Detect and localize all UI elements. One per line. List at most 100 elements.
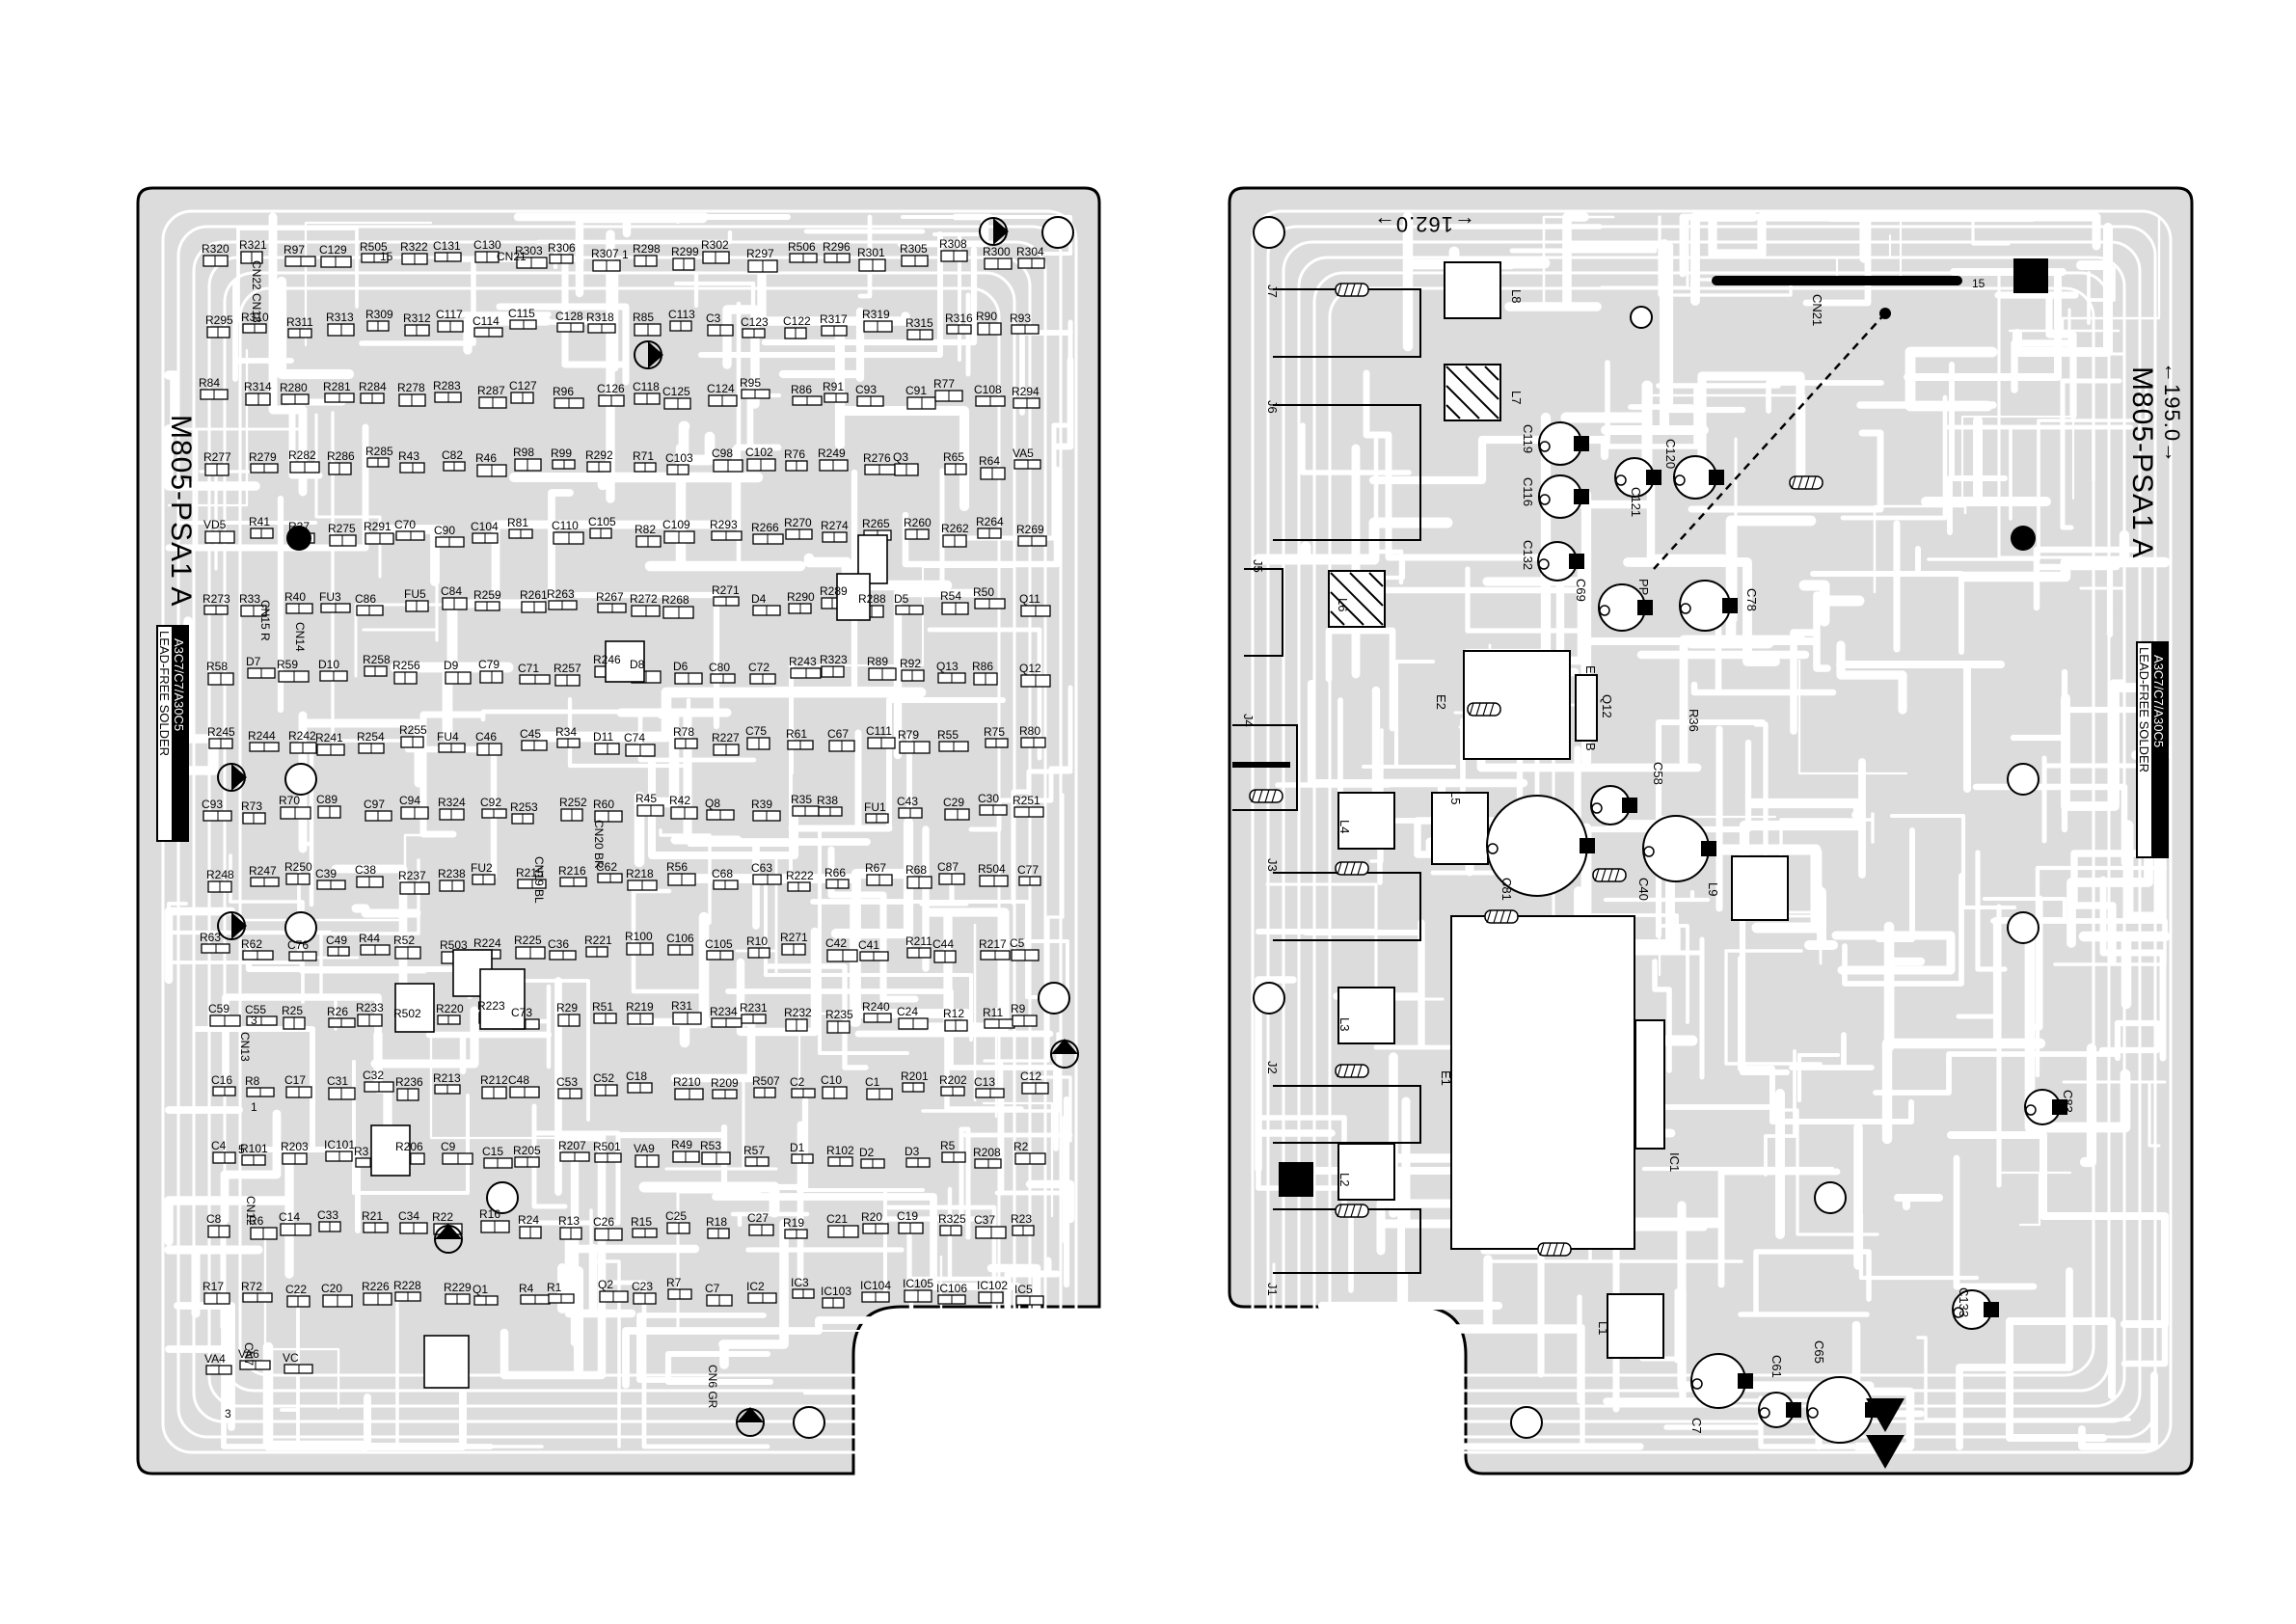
component-label: R220 [436,1002,464,1015]
component-label: C124 [707,382,735,395]
component-label: C68 [712,867,733,880]
component-label: C1 [865,1075,880,1089]
component-label: R80 [1019,724,1040,738]
component-label: R22 [432,1210,453,1224]
copper-trace [1766,380,1884,414]
copper-trace [2079,1042,2097,1168]
ground-symbol-icon [736,1407,765,1437]
component-label: R215 [516,866,544,880]
mounting-hole [793,1406,825,1439]
copper-trace [295,747,314,907]
component-label: R100 [625,930,653,943]
component-label: L7 [1509,391,1524,404]
component-label: R44 [359,932,380,945]
component-label: C55 [245,1003,266,1016]
component-label: C75 [745,724,767,738]
component-label: R253 [510,800,538,814]
component-label: D3 [905,1145,920,1158]
copper-trace [1724,949,1823,1066]
copper-trace [664,1080,778,1171]
component-label: R225 [514,934,542,947]
component-label: R42 [669,794,690,807]
copper-trace [2066,769,2153,948]
component-label: R298 [633,242,661,256]
component-label: R41 [249,515,270,528]
component-label: C93 [202,798,223,811]
component-label: R11 [983,1006,1003,1019]
copper-trace [1840,394,2134,521]
component-label: R43 [398,449,419,463]
component-label: D8 [630,658,645,671]
component-label: R269 [1016,523,1044,536]
copper-trace [480,709,757,763]
component-label: R320 [202,242,230,256]
component-label: C133 [1957,1287,1971,1317]
inductor-l8 [1444,261,1501,319]
component-label: R10 [746,934,768,948]
copper-trace [207,256,1032,1408]
component-label: R270 [784,516,812,529]
copper-trace [2120,1243,2169,1367]
copper-trace [1798,580,1865,627]
component-label: R59 [277,658,298,671]
component-label: C92 [480,796,501,809]
component-label: R309 [365,308,393,321]
copper-trace [1255,1436,1333,1450]
copper-trace [1708,212,1869,263]
copper-trace [1300,422,1412,475]
component-label: C16 [211,1073,232,1087]
component-label: C36 [548,937,569,951]
copper-trace [1797,659,1908,775]
inductor-l9 [1731,855,1789,921]
component-label: Q8 [705,797,720,810]
copper-trace [659,828,712,925]
component-label: R263 [547,587,575,601]
component-label: R61 [786,727,807,741]
copper-trace [567,696,691,769]
copper-trace [304,221,433,347]
component-label: R217 [979,937,1007,951]
inductor-l3 [1337,987,1395,1044]
component-label: R286 [327,449,355,463]
connector-label-j3: J3 [1265,858,1280,872]
component-label: R319 [862,308,890,321]
component-label: R212 [480,1073,508,1087]
component-label: R218 [626,867,654,880]
component-label: R272 [630,592,658,606]
component-label: R226 [362,1280,390,1293]
component-label: R211 [905,934,932,948]
component-label: C30 [978,792,999,805]
component-label: R296 [823,240,851,254]
copper-trace [1255,928,1425,936]
component-label: C125 [662,385,690,398]
pin-label: 1 [1718,274,1725,287]
component-label: C119 [1521,424,1535,453]
component-label: R95 [740,376,761,390]
copper-trace [1885,957,1926,1052]
component-label: R237 [398,869,426,882]
component-label: R245 [207,725,235,739]
pin-label: 3 [251,1014,257,1027]
copper-trace [727,838,871,930]
component-label: R281 [323,380,351,393]
component-label: R79 [898,728,919,742]
copper-trace [298,711,423,853]
component-label: C77 [1017,863,1039,877]
component-label: R208 [973,1146,1001,1159]
component-label: R201 [901,1069,929,1083]
copper-trace [1836,640,1907,715]
component-label: FU2 [471,861,493,875]
component-label: R503 [440,938,468,952]
component-label: R291 [364,520,392,533]
pp-jumper [1653,312,1886,570]
component-label: D2 [859,1146,875,1159]
component-label: C111 [866,724,892,738]
copper-trace [733,380,782,455]
component-label: R4 [519,1282,534,1295]
component-label: R70 [279,794,300,807]
ic-package [836,573,871,621]
connector-j2 [1273,1085,1421,1144]
component-label: C102 [745,446,773,459]
mounting-hole [2011,526,2036,551]
copper-trace [1956,1267,2073,1450]
